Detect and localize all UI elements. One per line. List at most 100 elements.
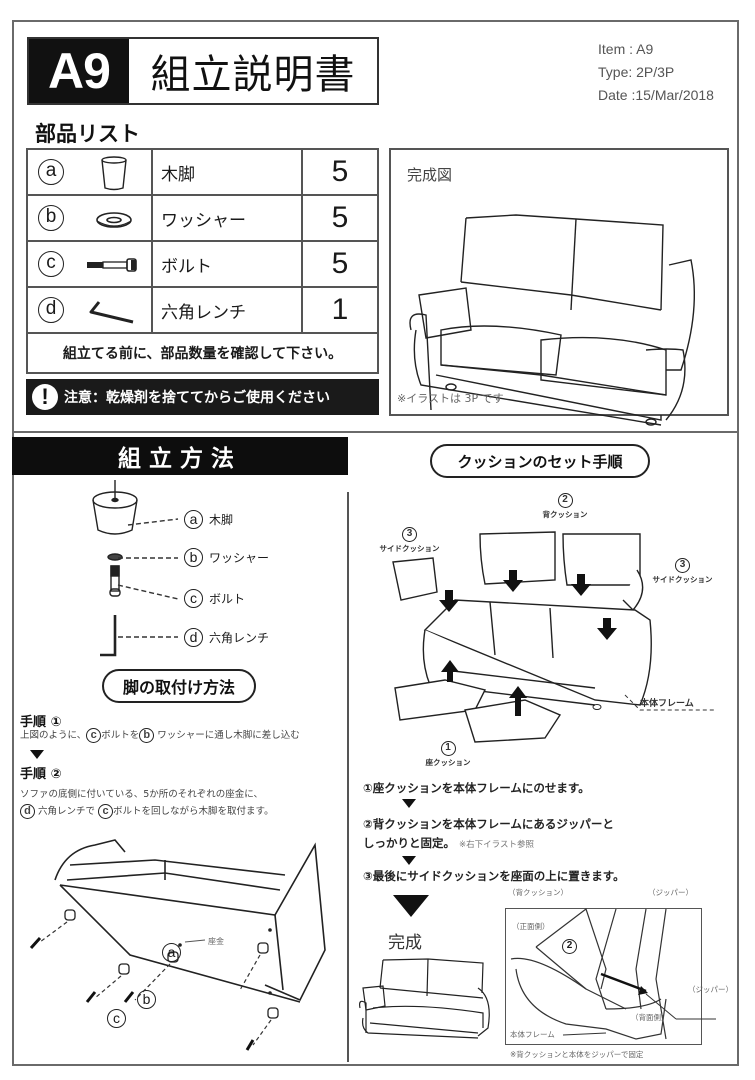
step-number: 2	[557, 493, 573, 508]
part-letter: a	[38, 159, 64, 185]
detail-front-side-label: （正面側）	[512, 922, 550, 931]
side-cushion-left-label: 3 サイドクッション	[372, 527, 447, 554]
detail-back-side-label: （背面側）	[631, 1013, 669, 1022]
label-text: ワッシャー	[209, 551, 270, 565]
text: 六角レンチで	[35, 806, 99, 817]
caution-banner: ! 注意：乾燥剤を捨ててからご使用ください	[26, 379, 379, 415]
zagane-label: 座金	[208, 937, 224, 946]
text: しっかりと固定。	[363, 836, 455, 850]
detail-step-number: 2	[562, 939, 577, 954]
part-qty: 5	[301, 194, 379, 242]
part-letter: c	[38, 251, 64, 277]
seat-cushion-label: 1 座クッション	[423, 741, 473, 768]
meta-item: Item : A9	[598, 41, 654, 57]
exploded-label-a: a 木脚	[184, 510, 233, 529]
step1-title: 手順 ①	[20, 715, 62, 730]
cushion-step-2b: しっかりと固定。 ※右下イラスト参照	[363, 834, 534, 854]
detail-zipper-top-label: （ジッパー）	[648, 888, 693, 897]
part-image-cell: b	[26, 194, 153, 242]
letter-circle: b	[139, 728, 155, 743]
exploded-label-b: b ワッシャー	[184, 548, 269, 567]
cushion-step-1: ①座クッションを本体フレームにのせます。	[363, 781, 590, 795]
part-letter: d	[38, 297, 64, 323]
leader-lines	[117, 518, 179, 638]
part-qty: 5	[301, 240, 379, 288]
label-text: サイドクッション	[652, 575, 713, 584]
finished-sofa-small	[359, 958, 490, 1039]
part-name: ボルト	[151, 240, 303, 288]
text: ボルトを	[101, 730, 140, 741]
exploded-label-c: c ボルト	[184, 589, 245, 608]
arrow-down-large-icon	[393, 895, 429, 917]
letter-circle: c	[184, 589, 203, 608]
frame-label: 本体フレーム	[640, 699, 694, 709]
part-qty: 5	[301, 148, 379, 196]
back-cushion-label: 2 背クッション	[535, 493, 595, 520]
text: ボルトを回しながら木脚を取付ます。	[113, 806, 274, 817]
side-cushion-right-label: 3 サイドクッション	[645, 558, 720, 585]
document-title: A9 組立説明書	[27, 37, 379, 105]
label-text: サイドクッション	[379, 544, 440, 553]
exploded-label-d: d 六角レンチ	[184, 628, 269, 647]
hex-wrench-icon	[89, 301, 134, 324]
step2-line1: ソファの底側に付いている、5か所のそれぞれの座金に、	[20, 789, 263, 800]
part-image-cell: d	[26, 286, 153, 334]
letter-circle: a	[184, 510, 203, 529]
cushion-step-3: ③最後にサイドクッションを座面の上に置きます。	[363, 869, 625, 883]
part-image-cell: c	[26, 240, 153, 288]
parts-row: d 六角レンチ 1	[26, 286, 379, 334]
section-divider	[12, 431, 739, 433]
letter-circle: d	[20, 804, 35, 819]
parts-note-row: 組立てる前に、部品数量を確認して下さい。	[26, 332, 379, 374]
detail-caption: ※背クッションと本体をジッパーで固定	[510, 1050, 644, 1059]
wooden-leg-icon	[101, 156, 127, 191]
detail-back-cushion-label: （背クッション）	[508, 888, 568, 897]
letter-circle: d	[184, 628, 203, 647]
meta-date: Date :15/Mar/2018	[598, 87, 714, 103]
completed-view-panel: 完成図 ※イラストは 3P です	[389, 148, 729, 426]
arrow-down-icon	[402, 856, 416, 865]
arrow-down-icon	[30, 750, 44, 759]
step2-note: ※右下イラスト参照	[459, 840, 534, 850]
diagram-label-c: c	[107, 1009, 126, 1028]
letter-circle: b	[184, 548, 203, 567]
diagram-label-a: a	[162, 943, 181, 962]
arrow-down-icon	[402, 799, 416, 808]
cushion-exploded-diagram	[392, 531, 715, 743]
parts-row: a 木脚 5	[26, 148, 379, 196]
step2-title: 手順 ②	[20, 767, 62, 782]
part-name: 木脚	[151, 148, 303, 196]
model-code: A9	[29, 39, 129, 103]
diagram-label-b: b	[137, 990, 156, 1009]
zipper-detail-illustration	[510, 908, 716, 1040]
letter-circle: c	[86, 728, 102, 743]
assembly-heading: 組立方法	[12, 437, 348, 475]
detail-frame-label: 本体フレーム	[510, 1030, 555, 1039]
completed-view-note: ※イラストは 3P です	[397, 392, 504, 405]
part-name: 六角レンチ	[151, 286, 303, 334]
meta-type: Type: 2P/3P	[598, 64, 675, 80]
parts-row: c ボルト 5	[26, 240, 379, 288]
step-number: 1	[440, 741, 456, 756]
done-label: 完成	[388, 933, 422, 953]
part-name: ワッシャー	[151, 194, 303, 242]
zipper-detail-box: （正面側） 2 （背面側） 本体フレーム	[505, 908, 716, 1045]
label-text: 座クッション	[425, 758, 471, 767]
leg-exploded-diagram	[92, 480, 138, 657]
cushion-heading: クッションのセット手順	[430, 444, 650, 478]
parts-row: b ワッシャー 5	[26, 194, 379, 242]
bolt-icon	[87, 258, 137, 272]
title-text: 組立説明書	[150, 52, 356, 98]
label-text: 木脚	[209, 513, 234, 527]
exclamation-icon: !	[32, 384, 58, 410]
completed-view-label: 完成図	[407, 166, 453, 184]
upside-down-sofa-diagram	[29, 839, 326, 1051]
part-letter: b	[38, 205, 64, 231]
column-divider	[347, 492, 349, 1062]
label-text: 六角レンチ	[209, 631, 270, 645]
letter-circle: c	[98, 804, 114, 819]
parts-heading: 部品リスト	[35, 122, 140, 146]
parts-table: a 木脚 5 b ワッシャー 5 c	[26, 148, 379, 374]
